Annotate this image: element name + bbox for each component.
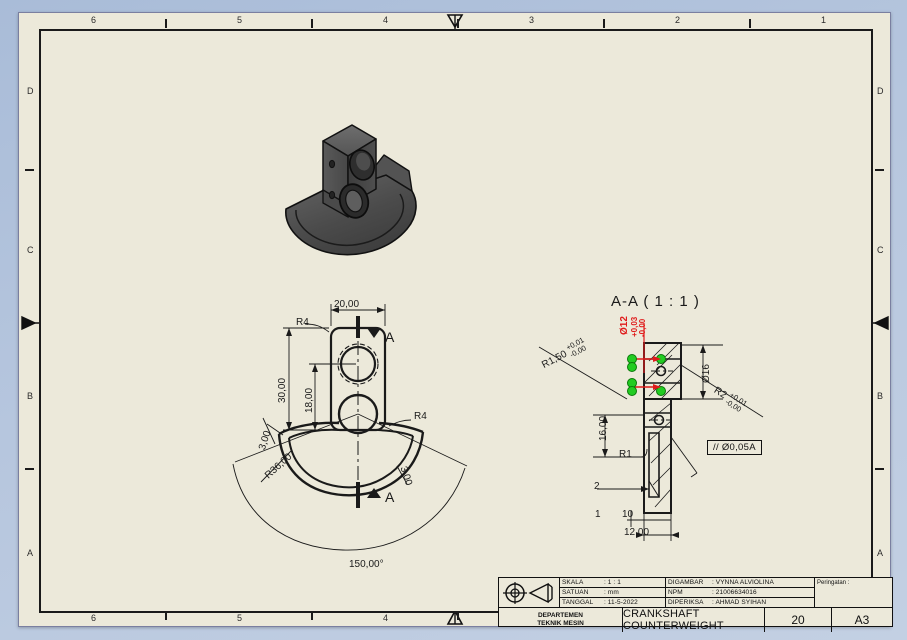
zone-row-right-A: A <box>877 548 884 558</box>
center-mark-left <box>21 315 39 331</box>
dim-section-depth10: 10 <box>622 509 634 520</box>
zone-tick-top-3 <box>457 19 459 28</box>
zone-tick-left-1 <box>25 169 34 171</box>
section-view-title: A-A ( 1 : 1 ) <box>611 293 700 310</box>
section-mark-a-bottom: A <box>385 489 395 505</box>
dim-section-r1: R1 <box>619 449 632 460</box>
zone-col-top-6: 6 <box>91 15 97 25</box>
zone-col-top-2: 2 <box>675 15 681 25</box>
zone-tick-top-1 <box>165 19 167 28</box>
zone-tick-top-4 <box>603 19 605 28</box>
drawing-sheet: 6 5 4 3 2 1 6 5 4 3 2 1 D C B A D C B A <box>18 12 893 632</box>
dim-section-bore12-tolerance: +0,03 -0,00 <box>630 317 648 337</box>
title-block-upper: SKALA : 1 : 1 SATUAN : mm TANGGAL : 11-5… <box>499 578 892 608</box>
zone-row-left-D: D <box>27 86 34 96</box>
selection-handle[interactable] <box>656 386 666 396</box>
dim-section-depth1: 1 <box>595 509 601 520</box>
field-satuan: SATUAN : mm <box>560 588 665 598</box>
title-block[interactable]: SKALA : 1 : 1 SATUAN : mm TANGGAL : 11-5… <box>498 577 893 632</box>
zone-tick-bottom-3 <box>457 611 459 620</box>
department-line-2: TEKNIK MESIN <box>537 620 584 627</box>
dim-front-height-18: 18,00 <box>304 387 315 413</box>
field-diperiksa: DIPERIKSA : AHMAD SYIHAN <box>666 598 814 607</box>
field-value: : AHMAD SYIHAN <box>712 599 767 606</box>
zone-tick-right-1 <box>875 169 884 171</box>
dim-section-bore16: Ø16 <box>701 364 712 383</box>
field-label: DIPERIKSA <box>668 599 704 606</box>
title-block-spec-fields: SKALA : 1 : 1 SATUAN : mm TANGGAL : 11-5… <box>560 578 666 607</box>
dim-value: Ø12 <box>619 316 630 335</box>
field-label: SKALA <box>562 579 584 586</box>
department-label: DEPARTEMEN TEKNIK MESIN <box>499 608 623 632</box>
department-line-1: DEPARTEMEN <box>537 611 584 619</box>
zone-row-left-C: C <box>27 245 34 255</box>
dim-front-r4-lower: R4 <box>414 411 427 422</box>
selection-handle[interactable] <box>627 362 637 372</box>
title-block-lower: DEPARTEMEN TEKNIK MESIN CRANKSHAFT COUNT… <box>499 608 892 632</box>
front-view[interactable] <box>221 286 491 556</box>
zone-col-bottom-5: 5 <box>237 613 243 623</box>
zone-tick-top-2 <box>311 19 313 28</box>
zone-col-bottom-4: 4 <box>383 613 389 623</box>
selection-handle[interactable] <box>627 386 637 396</box>
field-value: : 1 : 1 <box>604 579 621 586</box>
field-npm: NPM : 21006634016 <box>666 588 814 598</box>
zone-col-top-1: 1 <box>821 15 827 25</box>
gdt-frame: // Ø0,05A <box>707 440 762 455</box>
zone-row-right-C: C <box>877 245 884 255</box>
field-label: DIGAMBAR <box>668 579 704 586</box>
section-mark-a-top: A <box>385 329 395 345</box>
field-value: : 11-5-2022 <box>604 599 638 606</box>
zone-tick-right-2 <box>875 468 884 470</box>
tol-lower: -0,00 <box>638 318 648 337</box>
dim-front-angle: 150,00° <box>349 559 384 570</box>
zone-row-right-B: B <box>877 391 884 401</box>
isometric-model[interactable] <box>266 109 441 264</box>
field-skala: SKALA : 1 : 1 <box>560 578 665 588</box>
field-label: NPM <box>668 589 683 596</box>
zone-col-top-4: 4 <box>383 15 389 25</box>
zone-col-bottom-6: 6 <box>91 613 97 623</box>
field-label: TANGGAL <box>562 599 594 606</box>
paper-size: A3 <box>854 613 870 627</box>
dim-section-depth2: 2 <box>594 481 600 492</box>
dim-front-width: 20,00 <box>334 299 360 310</box>
zone-tick-bottom-2 <box>311 611 313 620</box>
zone-tick-bottom-1 <box>165 611 167 620</box>
drawing-frame: 20,00 R4 R4 30,00 18,00 3,00 3,00 R36,00… <box>39 29 893 632</box>
projection-symbol-icon <box>499 578 560 607</box>
field-tanggal: TANGGAL : 11-5-2022 <box>560 598 665 607</box>
dim-front-height-30: 30,00 <box>277 377 288 403</box>
drawing-number: 20 <box>765 608 832 632</box>
zone-tick-left-2 <box>25 468 34 470</box>
zone-col-top-3: 3 <box>529 15 535 25</box>
field-value: : VYNNA ALVIOLINA <box>712 579 774 586</box>
dim-section-height16: 16,00 <box>598 415 609 441</box>
dim-section-width12: 12,00 <box>624 527 650 538</box>
dim-front-r4-top: R4 <box>296 317 309 328</box>
field-digambar: DIGAMBAR : VYNNA ALVIOLINA <box>666 578 814 588</box>
zone-row-left-A: A <box>27 548 34 558</box>
center-mark-right <box>871 315 889 331</box>
zone-tick-top-5 <box>749 19 751 28</box>
dim-section-bore12: Ø12 <box>619 316 630 335</box>
zone-row-right-D: D <box>877 86 884 96</box>
title-block-people-fields: DIGAMBAR : VYNNA ALVIOLINA NPM : 2100663… <box>666 578 815 607</box>
center-mark-top <box>446 14 464 29</box>
field-peringatan: Peringatan : <box>817 580 850 586</box>
zone-col-top-5: 5 <box>237 15 243 25</box>
field-value: : 21006634016 <box>712 589 757 596</box>
drawing-title: CRANKSHAFT COUNTERWEIGHT <box>623 608 765 632</box>
zone-row-left-B: B <box>27 391 34 401</box>
field-label: SATUAN <box>562 589 589 596</box>
section-view[interactable] <box>531 321 791 541</box>
field-value: : mm <box>604 589 619 596</box>
